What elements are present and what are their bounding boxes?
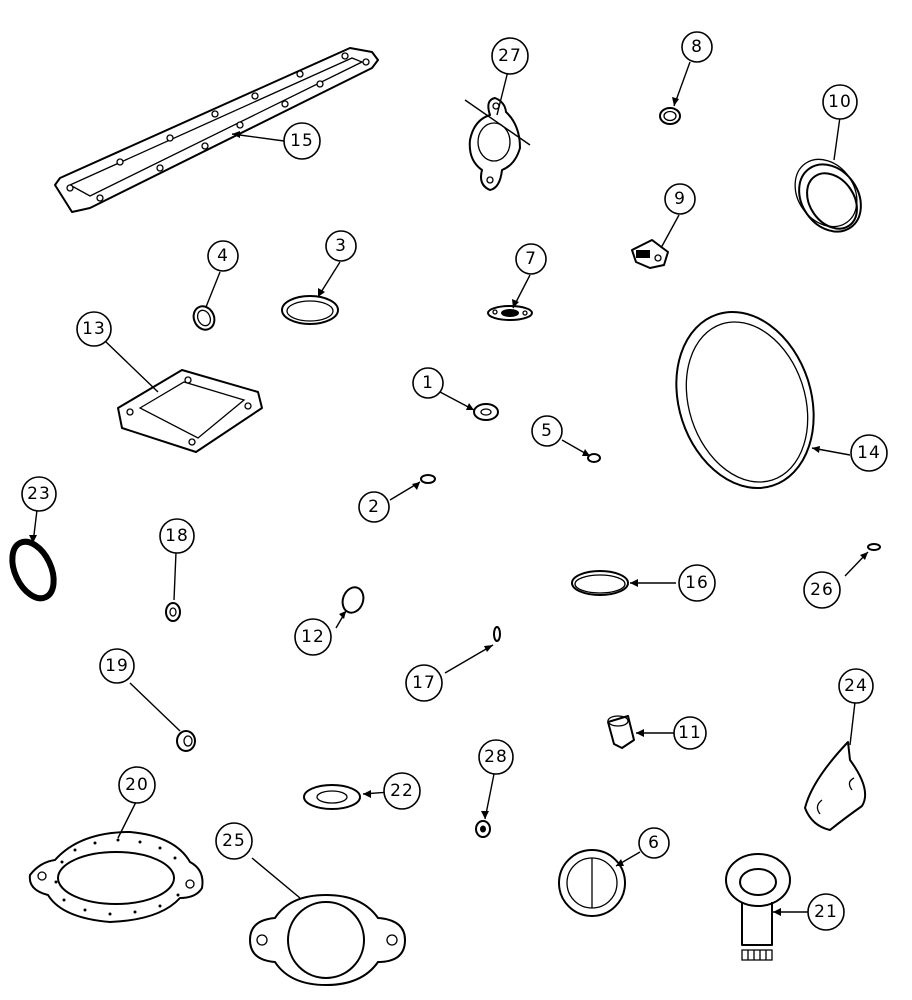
callout-6: 6 [638, 827, 670, 859]
callout-24: 24 [838, 668, 874, 704]
part-10-ring-seal [794, 158, 862, 233]
part-7-gasket [487, 305, 533, 321]
callout-8-label: 8 [691, 37, 703, 57]
part-8-small-seal [659, 107, 681, 125]
callout-9-label: 9 [674, 189, 686, 209]
part-13-square-gasket [117, 369, 263, 453]
callout-14: 14 [850, 434, 888, 472]
callout-4: 4 [207, 240, 239, 272]
leader-arrowheads [29, 97, 868, 916]
callout-23-label: 23 [27, 484, 51, 504]
leader-24 [849, 701, 856, 746]
callout-3: 3 [325, 230, 357, 262]
callout-21-label: 21 [814, 902, 838, 922]
leader-27 [496, 70, 509, 116]
callout-1-label: 1 [422, 373, 434, 393]
leader-17 [444, 644, 494, 674]
callout-9: 9 [664, 183, 696, 215]
callout-12: 12 [294, 618, 332, 656]
callout-26: 26 [803, 571, 841, 609]
part-14-large-ring [675, 311, 815, 489]
part-9-small-block [631, 239, 669, 269]
part-5-small-o-ring [587, 453, 601, 463]
callout-8: 8 [681, 31, 713, 63]
part-3-o-ring [281, 295, 339, 325]
callout-22: 22 [383, 772, 421, 810]
leader-4 [205, 271, 221, 308]
leader-19 [129, 682, 181, 732]
callout-26-label: 26 [810, 580, 834, 600]
callout-11-label: 11 [678, 723, 702, 743]
callout-20: 20 [118, 766, 156, 804]
leader-10 [833, 116, 841, 161]
part-11-cup [607, 715, 635, 749]
callout-12-label: 12 [301, 627, 325, 647]
callout-2-label: 2 [368, 497, 380, 517]
part-26-small-o-ring [867, 543, 881, 551]
leader-lines [32, 61, 869, 913]
part-16-o-ring [571, 570, 629, 596]
callout-16: 16 [678, 564, 716, 602]
callout-13: 13 [76, 311, 112, 347]
callout-7: 7 [515, 243, 547, 275]
part-17-small-seal [493, 626, 501, 642]
part-15-long-gasket [54, 47, 379, 213]
callout-7-label: 7 [525, 249, 537, 269]
callout-16-label: 16 [685, 573, 709, 593]
part-21-banjo-fitting [725, 853, 791, 961]
callout-19-label: 19 [105, 656, 129, 676]
callout-21: 21 [807, 893, 845, 931]
callout-18: 18 [159, 518, 195, 554]
callout-25: 25 [215, 822, 253, 860]
leader-9 [660, 214, 680, 249]
part-2-small-o-ring [420, 474, 436, 484]
callout-17: 17 [405, 664, 443, 702]
leader-18 [173, 551, 177, 601]
part-12-o-ring [341, 586, 365, 614]
callout-15-label: 15 [290, 131, 314, 151]
callout-22-label: 22 [390, 781, 414, 801]
callout-24-label: 24 [844, 676, 868, 696]
callout-1: 1 [412, 367, 444, 399]
part-6-disc [558, 849, 626, 917]
leader-20 [117, 801, 137, 839]
callout-19: 19 [99, 648, 135, 684]
callout-6-label: 6 [648, 833, 660, 853]
callout-18-label: 18 [165, 526, 189, 546]
callout-13-label: 13 [82, 319, 106, 339]
callout-28: 28 [478, 739, 514, 775]
callout-23: 23 [21, 476, 57, 512]
part-18-washer [165, 602, 181, 622]
part-1-washer [473, 403, 499, 421]
part-4-seal [192, 305, 216, 331]
callout-5-label: 5 [541, 421, 553, 441]
part-28-washer [475, 820, 491, 838]
callout-15: 15 [283, 122, 321, 160]
part-25-oval-gasket [249, 894, 406, 986]
callout-27-label: 27 [498, 46, 522, 66]
callout-3-label: 3 [335, 236, 347, 256]
leader-13 [104, 340, 159, 393]
part-20-flange-gasket [28, 831, 204, 923]
callout-14-label: 14 [857, 443, 881, 463]
part-23-thick-seal [9, 538, 57, 602]
part-19-seal [176, 730, 196, 752]
callout-17-label: 17 [412, 673, 436, 693]
callout-11: 11 [673, 716, 707, 750]
callout-27: 27 [491, 37, 529, 75]
callout-4-label: 4 [217, 246, 229, 266]
callout-10-label: 10 [828, 92, 852, 112]
callout-25-label: 25 [222, 831, 246, 851]
part-24-bracket-gasket [804, 741, 866, 831]
leader-15 [231, 133, 285, 142]
callout-28-label: 28 [484, 747, 508, 767]
callout-20-label: 20 [125, 775, 149, 795]
part-22-flat-washer [303, 784, 361, 810]
callout-2: 2 [358, 491, 390, 523]
leader-25 [251, 857, 301, 899]
callout-10: 10 [822, 84, 858, 120]
callout-5: 5 [531, 415, 563, 447]
